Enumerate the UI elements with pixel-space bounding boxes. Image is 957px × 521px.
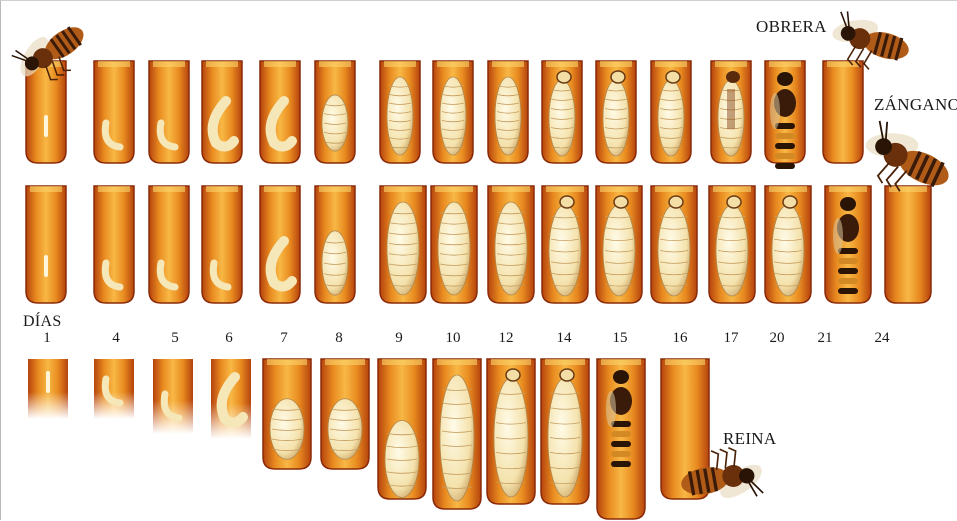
development-cell: [825, 186, 871, 303]
day-label: 21: [810, 330, 840, 347]
development-cell: [260, 186, 300, 303]
development-cell: [433, 61, 473, 163]
day-label: 4: [101, 330, 131, 347]
development-cell: [149, 61, 189, 163]
development-cell: [28, 359, 68, 419]
day-label: 16: [665, 330, 695, 347]
development-cell: [263, 359, 311, 469]
day-label: 7: [269, 330, 299, 347]
development-cell: [711, 61, 751, 163]
day-label: 10: [438, 330, 468, 347]
development-cell: [431, 186, 477, 303]
day-label: 8: [324, 330, 354, 347]
development-cell: [94, 186, 134, 303]
development-cell: [153, 359, 193, 434]
development-cell: [651, 61, 691, 163]
development-cell: [487, 359, 535, 504]
development-cell: [26, 61, 66, 163]
day-label: 20: [762, 330, 792, 347]
development-cell: [597, 359, 645, 519]
development-cell: [542, 186, 588, 303]
development-cell: [380, 61, 420, 163]
development-cell: [823, 61, 863, 163]
development-cell: [321, 359, 369, 469]
drone-label: ZÁNGANO: [874, 95, 957, 115]
day-label: 12: [491, 330, 521, 347]
development-cell: [885, 186, 931, 303]
day-label: 9: [384, 330, 414, 347]
development-cell: [149, 186, 189, 303]
development-cell: [315, 186, 355, 303]
queen-label: REINA: [723, 429, 776, 449]
development-cell: [709, 186, 755, 303]
development-cell: [596, 186, 642, 303]
development-cell: [315, 61, 355, 163]
day-label: 6: [214, 330, 244, 347]
development-cell: [765, 61, 805, 169]
development-cell: [26, 186, 66, 303]
development-cell: [380, 186, 426, 303]
day-label: 1: [32, 330, 62, 347]
development-cell: [488, 61, 528, 163]
development-cell: [260, 61, 300, 163]
development-cell: [542, 61, 582, 163]
day-label: 15: [605, 330, 635, 347]
development-cell: [94, 359, 134, 419]
days-heading: DÍAS: [23, 313, 62, 331]
development-cell: [202, 186, 242, 303]
development-cell: [765, 186, 811, 303]
worker-label: OBRERA: [756, 17, 827, 37]
day-label: 17: [716, 330, 746, 347]
development-cell: [433, 359, 481, 509]
development-cell: [651, 186, 697, 303]
development-cell: [541, 359, 589, 504]
day-label: 5: [160, 330, 190, 347]
development-cell: [94, 61, 134, 163]
development-cell: [488, 186, 534, 303]
development-cell: [211, 359, 251, 439]
day-label: 14: [549, 330, 579, 347]
day-label: 24: [867, 330, 897, 347]
development-cell: [378, 359, 426, 499]
development-cell: [202, 61, 242, 163]
development-cell: [596, 61, 636, 163]
